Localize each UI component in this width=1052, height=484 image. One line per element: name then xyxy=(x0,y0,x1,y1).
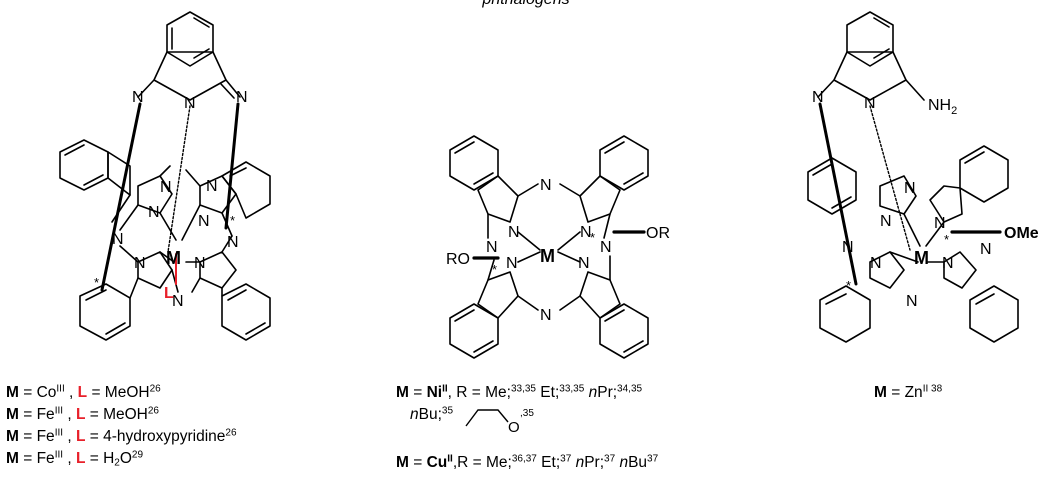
atom-n: N xyxy=(132,89,144,106)
left-caption-line-1: M = CoIII , L = MeOH26 xyxy=(6,383,161,401)
stereo-star: * xyxy=(590,230,595,245)
atom-n: N xyxy=(194,255,206,272)
substituent-nh2: NH2 xyxy=(928,97,957,117)
atom-n: N xyxy=(906,293,918,310)
structure-middle xyxy=(449,135,649,359)
atom-m: M xyxy=(914,248,929,268)
atom-n: N xyxy=(112,231,124,248)
atom-n: N xyxy=(600,239,612,256)
methoxyethyl-substituent: O ,35 xyxy=(465,408,534,432)
upper-left-benzene xyxy=(59,139,131,223)
figure-title: phthalogens xyxy=(0,0,1052,9)
top-isoindole-unit xyxy=(137,11,241,101)
left-caption-line-2: M = FeIII , L = MeOH26 xyxy=(6,405,159,423)
ref-35: ,35 xyxy=(520,408,534,419)
stereo-star: * xyxy=(944,232,949,247)
bottom-right-benzene xyxy=(221,283,271,341)
stereo-star: * xyxy=(492,262,497,277)
atom-n: N xyxy=(812,89,824,106)
left-caption-line-3: M = FeIII , L = 4-hydroxypyridine26 xyxy=(6,427,237,445)
stereo-star: * xyxy=(846,278,851,293)
stereo-star: * xyxy=(230,213,235,228)
atom-n: N xyxy=(148,204,160,221)
stereo-star: * xyxy=(94,275,99,290)
atom-labels: N N N N N N N N N N N N M L * * N N N N … xyxy=(94,89,1039,324)
atom-m: M xyxy=(166,248,181,268)
left-caption-line-4: M = FeIII , L = H2O29 xyxy=(6,449,144,469)
atom-n: N xyxy=(842,239,854,256)
atom-n: N xyxy=(160,179,172,196)
left-caption: M = CoIII , L = MeOH26 M = FeIII , L = M… xyxy=(6,382,237,470)
middle-caption-ni: M = NiII, R = Me;33,35 Et;33,35 nPr;34,3… xyxy=(396,383,643,401)
middle-caption-cu: M = CuII,R = Me;36,37 Et;37 nPr;37 nBu37 xyxy=(396,453,659,471)
substituent-ome: OMe xyxy=(1004,225,1039,242)
structure-right xyxy=(807,11,1019,343)
atom-n: N xyxy=(198,213,210,230)
atom-n: N xyxy=(904,180,916,197)
atom-n: N xyxy=(870,255,882,272)
structure-left-phthalogen xyxy=(59,11,271,341)
atom-o: O xyxy=(508,419,520,432)
atom-n: N xyxy=(580,224,592,241)
atom-n: N xyxy=(942,255,954,272)
atom-n: N xyxy=(206,178,218,195)
atom-n: N xyxy=(172,293,184,310)
atom-n: N xyxy=(540,307,552,324)
right-caption: M = ZnII 38 xyxy=(874,383,943,401)
middle-caption-ni-line-2: nBu;35 xyxy=(410,405,454,423)
atom-l: L xyxy=(164,285,174,302)
atom-n: N xyxy=(508,224,520,241)
atom-n: N xyxy=(540,177,552,194)
substituent-ro: RO xyxy=(446,251,470,268)
atom-n: N xyxy=(980,241,992,258)
atom-n: N xyxy=(486,239,498,256)
atom-n: N xyxy=(880,213,892,230)
atom-n: N xyxy=(864,95,876,112)
atom-n: N xyxy=(227,234,239,251)
substituent-or: OR xyxy=(646,225,670,242)
macrocycle-left xyxy=(119,161,271,293)
atom-n: N xyxy=(506,255,518,272)
atom-m: M xyxy=(540,246,555,266)
atom-n: N xyxy=(184,95,196,112)
atom-n: N xyxy=(578,255,590,272)
atom-n: N xyxy=(934,215,946,232)
atom-n: N xyxy=(134,255,146,272)
bottom-left-benzene xyxy=(79,277,139,341)
atom-n: N xyxy=(236,89,248,106)
